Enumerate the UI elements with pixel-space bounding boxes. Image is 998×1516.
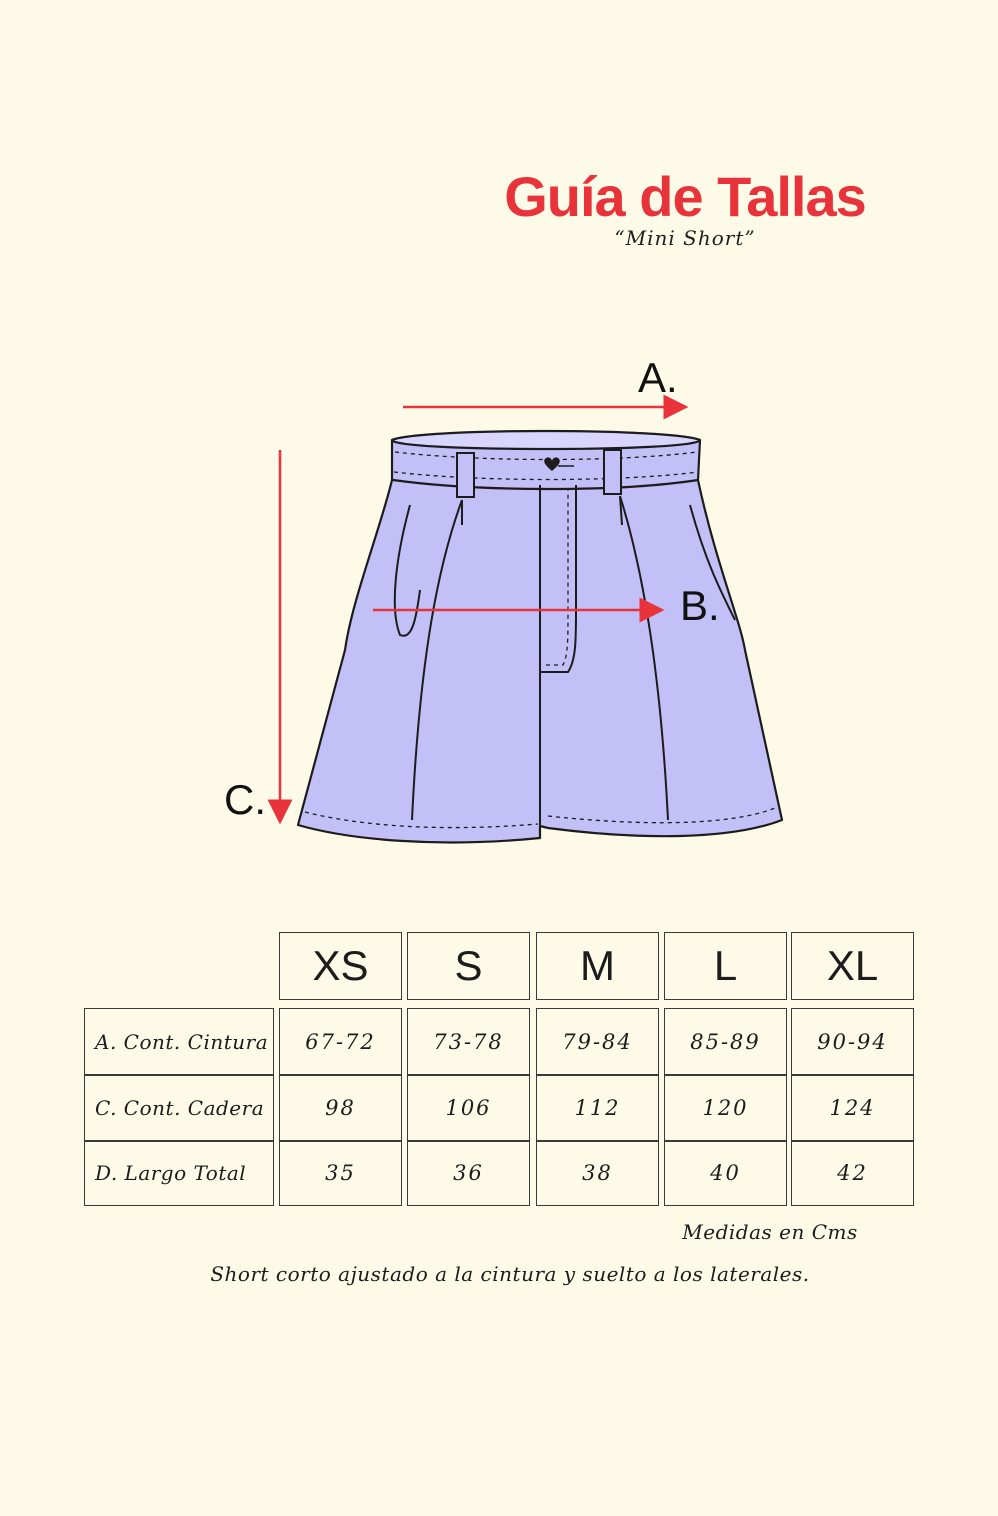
table-cell: 120 bbox=[664, 1074, 787, 1142]
size-header-l: L bbox=[664, 932, 787, 1000]
table-cell: 67-72 bbox=[279, 1008, 402, 1076]
table-cell: 90-94 bbox=[791, 1008, 914, 1076]
table-cell: 35 bbox=[279, 1140, 402, 1206]
table-cell: 98 bbox=[279, 1074, 402, 1142]
heart-button-icon bbox=[544, 457, 574, 471]
table-cell: 112 bbox=[536, 1074, 659, 1142]
label-b: B. bbox=[680, 582, 720, 629]
label-c: C. bbox=[224, 776, 266, 823]
size-header-s: S bbox=[407, 932, 530, 1000]
size-header-xl: XL bbox=[791, 932, 914, 1000]
table-cell: 73-78 bbox=[407, 1008, 530, 1076]
row-label-cadera: C. Cont. Cadera bbox=[84, 1074, 274, 1142]
label-a: A. bbox=[638, 354, 678, 401]
description-note: Short corto ajustado a la cintura y suel… bbox=[210, 1262, 810, 1286]
row-label-largo: D. Largo Total bbox=[84, 1140, 274, 1206]
table-cell: 38 bbox=[536, 1140, 659, 1206]
shorts-diagram: A. B. C. bbox=[224, 354, 784, 844]
table-cell: 85-89 bbox=[664, 1008, 787, 1076]
table-cell: 79-84 bbox=[536, 1008, 659, 1076]
table-cell: 40 bbox=[664, 1140, 787, 1206]
table-cell: 36 bbox=[407, 1140, 530, 1206]
table-cell: 106 bbox=[407, 1074, 530, 1142]
page-subtitle: “Mini Short” bbox=[614, 226, 756, 250]
size-header-xs: XS bbox=[279, 932, 402, 1000]
row-label-cintura: A. Cont. Cintura bbox=[84, 1008, 274, 1076]
page-title: Guía de Tallas bbox=[504, 165, 867, 228]
units-note: Medidas en Cms bbox=[682, 1220, 858, 1244]
size-header-m: M bbox=[536, 932, 659, 1000]
table-cell: 124 bbox=[791, 1074, 914, 1142]
table-cell: 42 bbox=[791, 1140, 914, 1206]
